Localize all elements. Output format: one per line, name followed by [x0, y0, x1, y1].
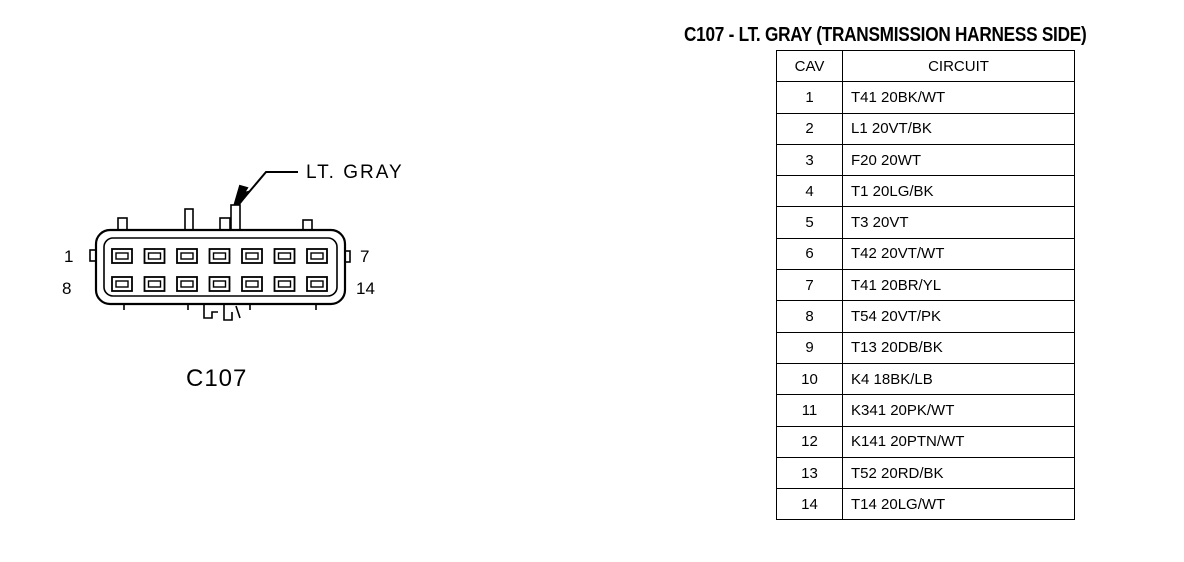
circuit-cell: T41 20BR/YL	[842, 269, 1075, 302]
circuit-cell: T54 20VT/PK	[842, 300, 1075, 333]
circuit-cell: F20 20WT	[842, 143, 1075, 177]
callout-arrow	[232, 171, 298, 211]
cav-cell: 4	[776, 175, 843, 208]
connector-cavities	[111, 248, 328, 292]
circuit-cell: K341 20PK/WT	[842, 394, 1075, 427]
connector-cavity	[208, 276, 231, 292]
connector-cavity	[143, 276, 166, 292]
pin-label-8: 8	[62, 279, 71, 298]
table-header-row: CAV CIRCUIT	[776, 49, 1075, 83]
cav-cell: 14	[776, 488, 843, 521]
circuit-cell: T52 20RD/BK	[842, 456, 1075, 490]
connector-name-label: C107	[186, 365, 247, 392]
cav-header: CAV	[776, 49, 843, 83]
color-callout-label: LT. GRAY	[306, 162, 404, 183]
connector-top-tabs	[117, 204, 313, 232]
connector-cavity	[111, 248, 133, 264]
connector-cavity	[176, 248, 198, 264]
circuit-cell: T1 20LG/BK	[842, 175, 1075, 208]
circuit-cell: T3 20VT	[842, 206, 1075, 239]
connector-cavity	[241, 248, 263, 264]
connector-body	[94, 228, 347, 306]
circuit-cell: T42 20VT/WT	[842, 237, 1075, 271]
cav-cell: 11	[776, 394, 843, 427]
connector-cavity	[273, 248, 296, 264]
connector-cavity	[273, 276, 296, 292]
pin-label-7: 7	[360, 247, 369, 266]
cav-cell: 1	[776, 81, 843, 114]
connector-cavity	[241, 276, 263, 292]
cav-cell: 2	[776, 112, 843, 145]
cav-cell: 7	[776, 269, 843, 302]
cav-cell: 5	[776, 206, 843, 239]
connector-cavity	[143, 248, 166, 264]
connector-cavity	[111, 276, 133, 292]
circuit-cell: T14 20LG/WT	[842, 488, 1075, 521]
circuit-cell: T41 20BK/WT	[842, 81, 1075, 114]
circuit-cell: K141 20PTN/WT	[842, 425, 1075, 458]
pin-label-1: 1	[64, 247, 73, 266]
cav-cell: 10	[776, 362, 843, 396]
cav-cell: 6	[776, 237, 843, 271]
cav-cell: 8	[776, 300, 843, 333]
circuit-header: CIRCUIT	[842, 49, 1075, 83]
connector-cavity	[306, 248, 328, 264]
pin-label-14: 14	[356, 279, 375, 298]
circuit-cell: L1 20VT/BK	[842, 112, 1075, 145]
connector-cavity	[176, 276, 198, 292]
cav-cell: 9	[776, 331, 843, 364]
connector-bottom-features	[123, 304, 317, 321]
connector-cavity	[306, 276, 328, 292]
table-title: C107 - LT. GRAY (TRANSMISSION HARNESS SI…	[684, 24, 1087, 46]
circuit-cell: K4 18BK/LB	[842, 362, 1075, 396]
cav-cell: 3	[776, 143, 843, 177]
cav-cell: 13	[776, 456, 843, 490]
circuit-cell: T13 20DB/BK	[842, 331, 1075, 364]
cav-cell: 12	[776, 425, 843, 458]
connector-cavity	[208, 248, 231, 264]
